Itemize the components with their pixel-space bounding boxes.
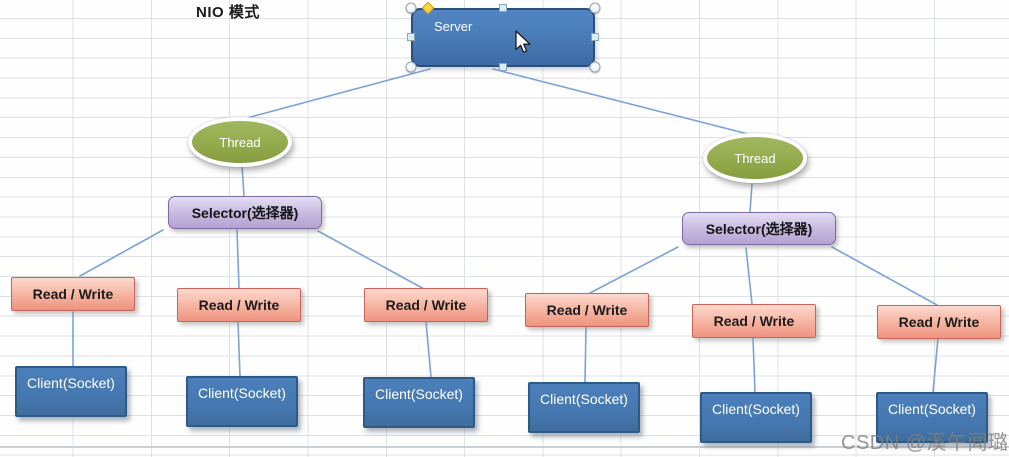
- read-write-node-1-label: Read / Write: [32, 286, 114, 302]
- sheet-title: NIO 模式: [196, 4, 260, 21]
- client-node-1[interactable]: Client(Socket): [15, 366, 127, 417]
- read-write-node-5[interactable]: Read / Write: [692, 304, 816, 338]
- client-node-4[interactable]: Client(Socket): [528, 382, 640, 433]
- server-node[interactable]: Server: [411, 8, 595, 67]
- client-node-6[interactable]: Client(Socket): [876, 392, 988, 443]
- selector-node-left-label: Selector(选择器): [191, 204, 299, 221]
- read-write-node-4-label: Read / Write: [546, 302, 628, 318]
- thread-node-left[interactable]: Thread: [188, 117, 292, 167]
- read-write-node-3-label: Read / Write: [385, 297, 467, 313]
- read-write-node-2-label: Read / Write: [198, 297, 280, 313]
- thread-node-right-label: Thread: [734, 150, 776, 166]
- selection-handle-top-left[interactable]: [405, 2, 417, 14]
- client-node-5-label: Client(Socket): [712, 401, 800, 417]
- client-node-6-label: Client(Socket): [888, 401, 976, 417]
- selector-node-left[interactable]: Selector(选择器): [168, 196, 322, 229]
- read-write-node-1[interactable]: Read / Write: [11, 277, 135, 311]
- client-node-5[interactable]: Client(Socket): [700, 392, 812, 443]
- client-node-2-label: Client(Socket): [198, 385, 286, 401]
- client-node-3[interactable]: Client(Socket): [363, 377, 475, 428]
- selector-node-right[interactable]: Selector(选择器): [682, 212, 836, 245]
- selection-handle-top-right[interactable]: [589, 2, 601, 14]
- client-node-4-label: Client(Socket): [540, 391, 628, 407]
- selection-handle-bottom-right[interactable]: [589, 61, 601, 73]
- read-write-node-4[interactable]: Read / Write: [525, 293, 649, 327]
- watermark: CSDN @溪午闻璐: [841, 432, 1009, 454]
- client-node-3-label: Client(Socket): [375, 386, 463, 402]
- server-node-label: Server: [434, 19, 473, 34]
- thread-node-left-label: Thread: [219, 134, 261, 150]
- selection-handle-middle-left[interactable]: [407, 33, 415, 41]
- selection-handle-bottom-center[interactable]: [499, 63, 507, 71]
- selection-handle-top-center[interactable]: [499, 4, 507, 12]
- read-write-node-6-label: Read / Write: [898, 314, 980, 330]
- selection-handle-middle-right[interactable]: [591, 33, 599, 41]
- client-node-1-label: Client(Socket): [27, 375, 115, 391]
- read-write-node-3[interactable]: Read / Write: [364, 288, 488, 322]
- mouse-cursor-icon: [515, 30, 531, 53]
- thread-node-right[interactable]: Thread: [703, 133, 807, 183]
- selector-node-right-label: Selector(选择器): [705, 220, 813, 237]
- client-node-2[interactable]: Client(Socket): [186, 376, 298, 427]
- selection-handle-bottom-left[interactable]: [405, 61, 417, 73]
- read-write-node-5-label: Read / Write: [713, 313, 795, 329]
- read-write-node-6[interactable]: Read / Write: [877, 305, 1001, 339]
- read-write-node-2[interactable]: Read / Write: [177, 288, 301, 322]
- row-divider: [0, 446, 1009, 448]
